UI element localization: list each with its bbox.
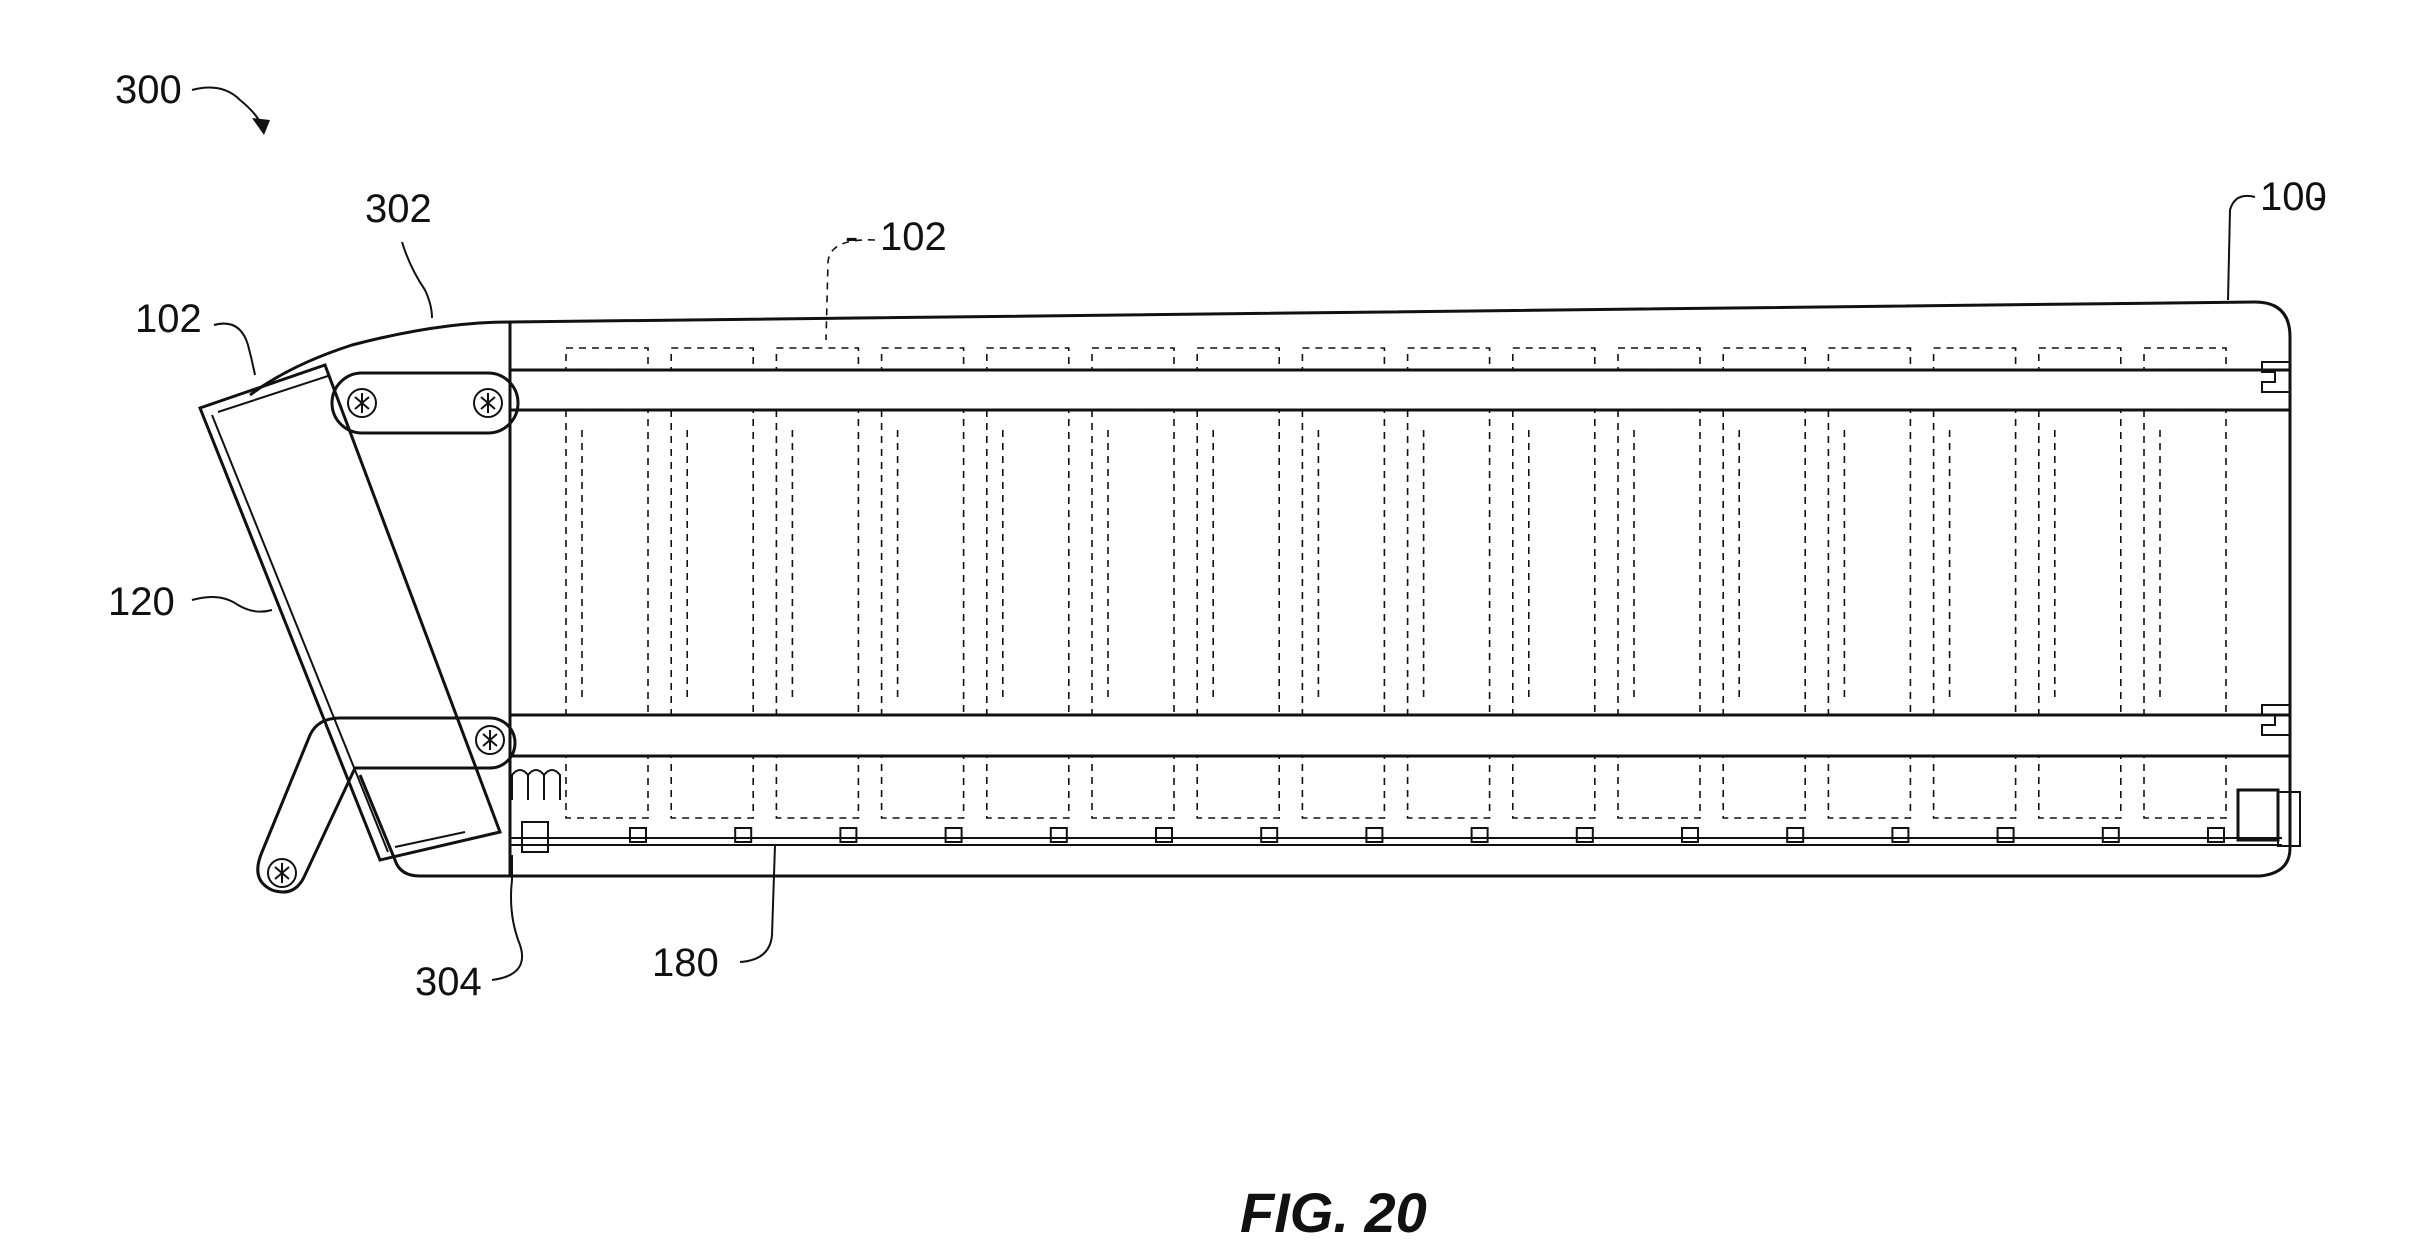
- cell-top-cap: [1196, 347, 1280, 371]
- cell-body: [1932, 409, 2017, 716]
- cell-body: [1827, 409, 1912, 716]
- cell-top-cap: [1406, 347, 1491, 371]
- label-304: 304: [415, 960, 482, 1004]
- cell-top-cap: [1827, 347, 1912, 371]
- cell-lower: [1617, 755, 1701, 819]
- cell-top-cap: [670, 347, 755, 371]
- cell-lower: [2143, 755, 2227, 819]
- cell-body: [880, 409, 965, 716]
- end-connector: [2236, 788, 2301, 847]
- terminal-nub: [1260, 827, 1279, 843]
- screw-icon: [473, 388, 503, 418]
- terminal-nub: [839, 827, 858, 843]
- cell-top-cap: [1301, 347, 1386, 371]
- label-102-prefix: -: [845, 215, 858, 259]
- cell-top-cap: [2143, 347, 2227, 371]
- label-120: 120: [108, 580, 175, 624]
- spring-contact: [511, 769, 561, 853]
- terminal-nub: [1365, 827, 1384, 843]
- cell-lower: [1932, 755, 2017, 819]
- terminal-nub: [944, 827, 963, 843]
- cell-lower: [880, 755, 965, 819]
- cell-top-cap: [1512, 347, 1596, 371]
- cell-body: [1617, 409, 1701, 716]
- terminal-nub: [1049, 827, 1068, 843]
- reference-labels: 300 100 102 302 102 120 304 180 ‑ -: [108, 68, 2327, 1004]
- terminal-nub: [2207, 827, 2225, 843]
- cell-body: [1196, 409, 1280, 716]
- cell-body: [775, 409, 860, 716]
- cell-lower: [985, 755, 1070, 819]
- cell-lower: [1827, 755, 1912, 819]
- cell-top-cap: [1722, 347, 1806, 371]
- cell-top-cap: [1091, 347, 1175, 371]
- cell-top-cap: [2038, 347, 2122, 371]
- cell-lower: [565, 755, 649, 819]
- cell-lower: [1406, 755, 1491, 819]
- label-100: 100: [2260, 175, 2327, 219]
- label-300: 300: [115, 68, 182, 112]
- terminal-nub: [1470, 827, 1489, 843]
- housing: [508, 300, 2292, 878]
- cell-body: [2038, 409, 2122, 716]
- cell-top-cap: [880, 347, 965, 371]
- terminal-nubs: [629, 827, 2225, 843]
- cell-body: [985, 409, 1070, 716]
- cell-body: [565, 409, 649, 716]
- cell-body: [1301, 409, 1386, 716]
- cell-top-cap: [565, 347, 649, 371]
- lower-bracket: [256, 716, 517, 894]
- upper-strap: [330, 371, 520, 435]
- cell-body: [1406, 409, 1491, 716]
- cell-body: [670, 409, 755, 716]
- terminal-nub: [629, 827, 647, 843]
- cell-body: [1722, 409, 1806, 716]
- cell-lower: [1512, 755, 1596, 819]
- screw-icon: [347, 388, 377, 418]
- cell-lower: [670, 755, 755, 819]
- label-100-dash: ‑: [2313, 175, 2326, 219]
- cell-top-cap: [775, 347, 860, 371]
- angled-panel: [198, 363, 503, 862]
- terminal-nub: [1681, 827, 1699, 843]
- screw-icon: [475, 725, 505, 755]
- terminal-nub: [1891, 827, 1910, 843]
- label-180: 180: [652, 941, 719, 985]
- label-102-left: 102: [135, 297, 202, 341]
- cell-lower: [775, 755, 860, 819]
- terminal-nub: [1786, 827, 1805, 843]
- cell-top-cap: [1932, 347, 2017, 371]
- cell-body: [1091, 409, 1175, 716]
- screw-icon: [267, 858, 297, 888]
- battery-cells: [565, 347, 2227, 819]
- terminal-nub: [1996, 827, 2015, 843]
- leader-lines: [191, 86, 2256, 981]
- cell-top-cap: [1617, 347, 1701, 371]
- terminal-nub: [2101, 827, 2120, 843]
- terminal-nub: [1155, 827, 1173, 843]
- cell-top-cap: [985, 347, 1070, 371]
- cell-body: [1512, 409, 1596, 716]
- cell-body: [2143, 409, 2227, 716]
- cell-lower: [1301, 755, 1386, 819]
- cell-lower: [1722, 755, 1806, 819]
- label-302: 302: [365, 187, 432, 231]
- cell-lower: [2038, 755, 2122, 819]
- label-102-dashed: 102: [880, 215, 947, 259]
- cell-lower: [1091, 755, 1175, 819]
- terminal-nub: [1575, 827, 1594, 843]
- terminal-nub: [734, 827, 753, 843]
- figure-caption: FIG. 20: [1240, 1181, 1427, 1244]
- end-cap: [249, 320, 511, 878]
- cell-lower: [1196, 755, 1280, 819]
